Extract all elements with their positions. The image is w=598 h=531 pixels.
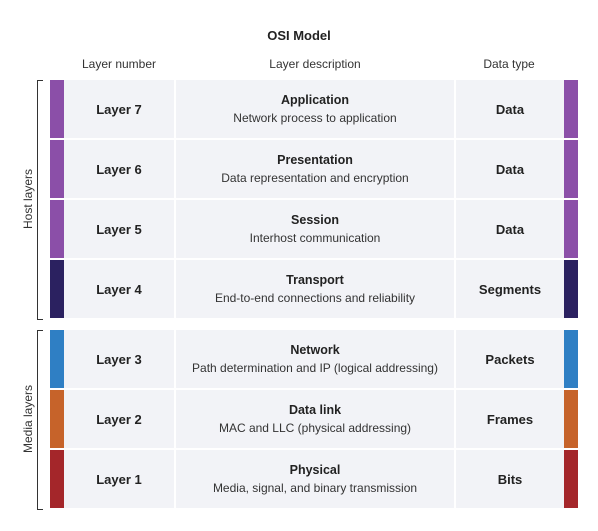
- layer-color-bar-right: [564, 330, 578, 388]
- layer-number: Layer 7: [64, 80, 174, 138]
- diagram-title: OSI Model: [267, 28, 331, 43]
- layer-name: Transport: [286, 273, 344, 287]
- layer-row: Layer 6 Presentation Data representation…: [50, 140, 578, 198]
- layer-data-type: Frames: [456, 390, 564, 448]
- layer-row: Layer 1 Physical Media, signal, and bina…: [50, 450, 578, 508]
- layer-number: Layer 6: [64, 140, 174, 198]
- layer-color-bar-right: [564, 450, 578, 508]
- layer-color-bar-left: [50, 200, 64, 258]
- layer-color-bar-right: [564, 390, 578, 448]
- layer-color-bar-left: [50, 390, 64, 448]
- host-layers-bracket: [37, 80, 47, 320]
- layer-data-type: Data: [456, 80, 564, 138]
- layer-description-cell: Transport End-to-end connections and rel…: [176, 260, 454, 318]
- layer-color-bar-left: [50, 140, 64, 198]
- layer-row: Layer 5 Session Interhost communication …: [50, 200, 578, 258]
- layer-color-bar-right: [564, 200, 578, 258]
- layer-description-cell: Session Interhost communication: [176, 200, 454, 258]
- layer-row: Layer 2 Data link MAC and LLC (physical …: [50, 390, 578, 448]
- layer-number: Layer 1: [64, 450, 174, 508]
- layer-number: Layer 3: [64, 330, 174, 388]
- layer-description-cell: Network Path determination and IP (logic…: [176, 330, 454, 388]
- layer-description: Media, signal, and binary transmission: [212, 481, 418, 495]
- layer-color-bar-right: [564, 80, 578, 138]
- layer-row: Layer 4 Transport End-to-end connections…: [50, 260, 578, 318]
- layer-number: Layer 2: [64, 390, 174, 448]
- layer-name: Network: [290, 343, 340, 357]
- layer-name: Session: [291, 213, 339, 227]
- layer-number: Layer 5: [64, 200, 174, 258]
- layer-color-bar-right: [564, 140, 578, 198]
- media-layers-label: Media layers: [21, 384, 35, 454]
- layer-description-cell: Application Network process to applicati…: [176, 80, 454, 138]
- layer-number: Layer 4: [64, 260, 174, 318]
- layer-data-type: Segments: [456, 260, 564, 318]
- layer-name: Application: [280, 93, 350, 107]
- layer-data-type: Packets: [456, 330, 564, 388]
- layer-description: Data representation and encryption: [221, 171, 409, 185]
- layer-description: Network process to application: [233, 111, 397, 125]
- layer-data-type: Data: [456, 200, 564, 258]
- layer-color-bar-left: [50, 260, 64, 318]
- layer-description: MAC and LLC (physical addressing): [218, 421, 412, 435]
- layer-row: Layer 7 Application Network process to a…: [50, 80, 578, 138]
- host-layers-label: Host layers: [21, 168, 35, 230]
- layer-color-bar-right: [564, 260, 578, 318]
- layer-description: Interhost communication: [249, 231, 381, 245]
- column-header-layer-number: Layer number: [81, 57, 157, 71]
- layer-row: Layer 3 Network Path determination and I…: [50, 330, 578, 388]
- layer-name: Presentation: [277, 153, 353, 167]
- layer-data-type: Bits: [456, 450, 564, 508]
- layer-description-cell: Data link MAC and LLC (physical addressi…: [176, 390, 454, 448]
- layer-color-bar-left: [50, 330, 64, 388]
- layer-description: Path determination and IP (logical addre…: [192, 361, 438, 375]
- layer-description-cell: Physical Media, signal, and binary trans…: [176, 450, 454, 508]
- layer-description: End-to-end connections and reliability: [214, 291, 416, 305]
- column-header-data-type: Data type: [483, 57, 535, 71]
- layer-name: Data link: [288, 403, 342, 417]
- layer-name: Physical: [289, 463, 341, 477]
- layer-color-bar-left: [50, 80, 64, 138]
- layer-color-bar-left: [50, 450, 64, 508]
- layer-data-type: Data: [456, 140, 564, 198]
- column-header-layer-description: Layer description: [269, 57, 361, 71]
- media-layers-bracket: [37, 330, 47, 510]
- layer-description-cell: Presentation Data representation and enc…: [176, 140, 454, 198]
